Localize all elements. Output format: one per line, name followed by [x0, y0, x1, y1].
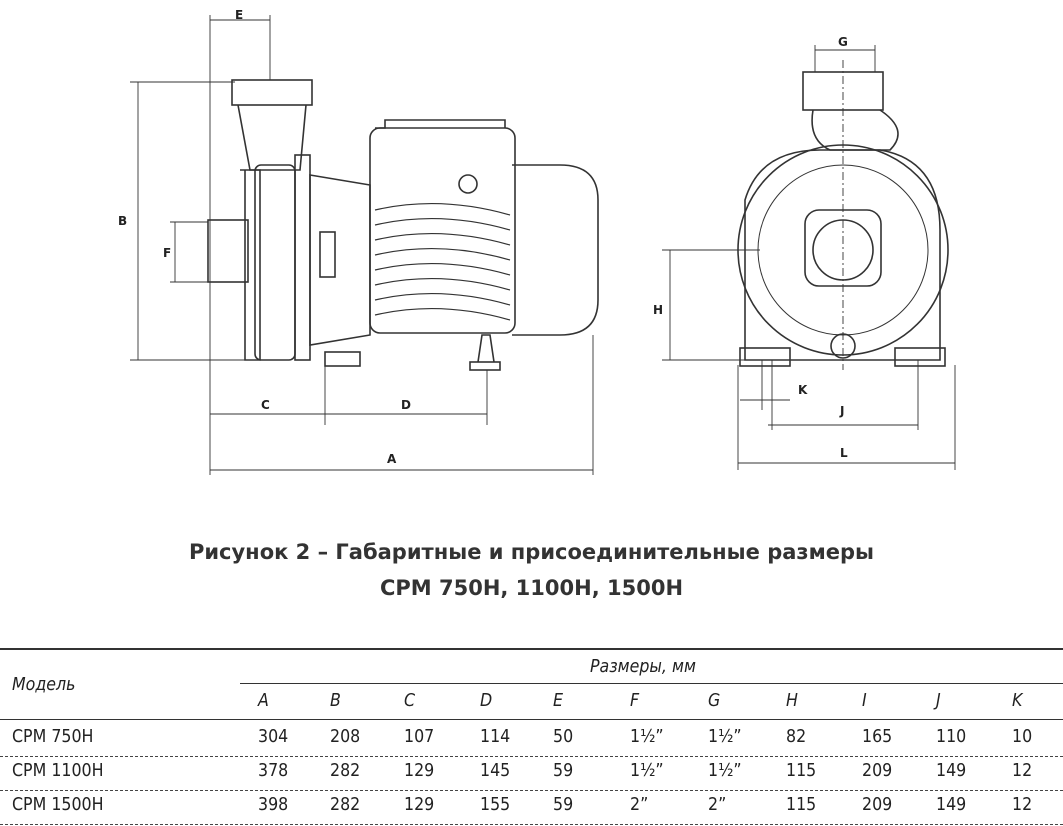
- value-cell-a: 304: [258, 726, 289, 747]
- value-cell-k: 10: [1012, 726, 1033, 747]
- pump-side-view: [207, 79, 599, 371]
- value-cell-i: 165: [862, 726, 893, 747]
- value-cell-h: 82: [786, 726, 807, 747]
- column-header-b: B: [330, 690, 341, 711]
- dim-label-f: F: [163, 246, 171, 260]
- dim-label-d: D: [401, 398, 411, 412]
- dim-label-l: L: [840, 446, 848, 460]
- column-header-c: C: [404, 690, 416, 711]
- dim-label-c: C: [261, 398, 270, 412]
- value-cell-j: 110: [936, 726, 967, 747]
- figure-caption-models: CPM 750H, 1100H, 1500H: [379, 576, 684, 600]
- dim-label-b: B: [118, 214, 127, 228]
- value-cell-c: 107: [404, 726, 435, 747]
- value-cell-b: 282: [330, 794, 361, 815]
- value-cell-e: 59: [553, 760, 574, 781]
- column-header-h: H: [786, 690, 798, 711]
- column-header-e: E: [553, 690, 564, 711]
- value-cell-e: 50: [553, 726, 574, 747]
- value-cell-a: 378: [258, 760, 289, 781]
- column-header-i: I: [862, 690, 867, 711]
- dim-label-e: E: [235, 8, 243, 22]
- value-cell-c: 129: [404, 794, 435, 815]
- column-header-a: A: [258, 690, 269, 711]
- value-cell-b: 208: [330, 726, 361, 747]
- value-cell-d: 155: [480, 794, 511, 815]
- value-cell-f: 1½”: [630, 726, 664, 747]
- row-separator: [0, 756, 1063, 757]
- dim-label-h: H: [653, 303, 663, 317]
- value-cell-f: 2”: [630, 794, 649, 815]
- value-cell-d: 145: [480, 760, 511, 781]
- row-separator: [0, 824, 1063, 825]
- value-cell-k: 12: [1012, 760, 1033, 781]
- value-cell-g: 1½”: [708, 760, 742, 781]
- row-separator: [0, 790, 1063, 791]
- column-header-f: F: [630, 690, 640, 711]
- table-top-rule: [0, 648, 1063, 650]
- value-cell-a: 398: [258, 794, 289, 815]
- dim-label-j: J: [839, 404, 844, 418]
- model-cell: CPM 750H: [12, 726, 94, 747]
- figure-caption-title: Рисунок 2 – Габаритные и присоединительн…: [188, 540, 875, 564]
- value-cell-h: 115: [786, 794, 817, 815]
- header-rule: [240, 683, 1063, 684]
- value-cell-j: 149: [936, 760, 967, 781]
- value-cell-c: 129: [404, 760, 435, 781]
- model-cell: CPM 1100H: [12, 760, 104, 781]
- value-cell-j: 149: [936, 794, 967, 815]
- column-header-d: D: [480, 690, 493, 711]
- value-cell-d: 114: [480, 726, 511, 747]
- column-header-g: G: [708, 690, 721, 711]
- value-cell-i: 209: [862, 760, 893, 781]
- value-cell-h: 115: [786, 760, 817, 781]
- dims-header: Размеры, мм: [590, 656, 696, 677]
- model-cell: CPM 1500H: [12, 794, 104, 815]
- dim-label-a: A: [387, 452, 397, 466]
- value-cell-i: 209: [862, 794, 893, 815]
- value-cell-b: 282: [330, 760, 361, 781]
- value-cell-f: 1½”: [630, 760, 664, 781]
- value-cell-g: 1½”: [708, 726, 742, 747]
- pump-dimension-drawing: E B F C D A G H K J L: [118, 8, 956, 475]
- dim-label-k: K: [798, 383, 808, 397]
- value-cell-g: 2”: [708, 794, 727, 815]
- value-cell-e: 59: [553, 794, 574, 815]
- dim-label-g: G: [838, 35, 848, 49]
- value-cell-k: 12: [1012, 794, 1033, 815]
- column-header-k: K: [1012, 690, 1023, 711]
- column-header-j: J: [936, 690, 941, 711]
- model-header: Модель: [12, 674, 76, 695]
- header-bottom-rule: [0, 719, 1063, 720]
- dimension-lines: [130, 15, 956, 475]
